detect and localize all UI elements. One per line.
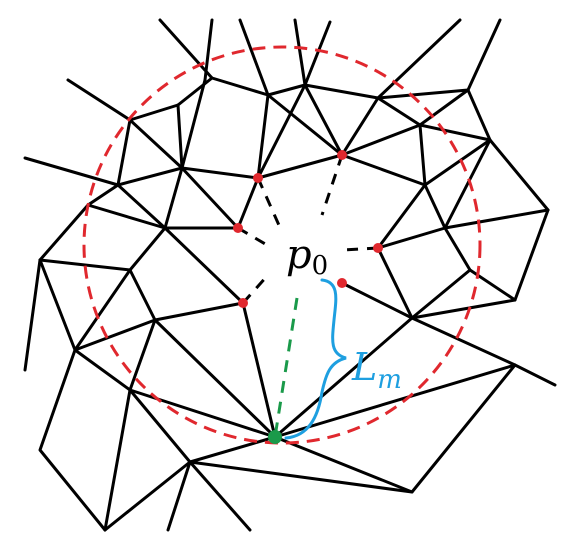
p0-label: p0 xyxy=(286,232,328,281)
red-node xyxy=(337,150,347,160)
red-node xyxy=(238,298,248,308)
lm-label: Lm xyxy=(351,345,402,395)
red-node xyxy=(253,173,263,183)
red-node xyxy=(233,223,243,233)
red-node xyxy=(373,243,383,253)
dashed-spokes xyxy=(237,154,379,304)
red-node xyxy=(337,278,347,288)
search-radius-circle xyxy=(82,45,482,445)
nearest-node xyxy=(268,430,282,444)
candidate-nodes xyxy=(233,150,383,308)
nearest-distance-line xyxy=(273,297,299,438)
distance-brace xyxy=(284,278,347,440)
